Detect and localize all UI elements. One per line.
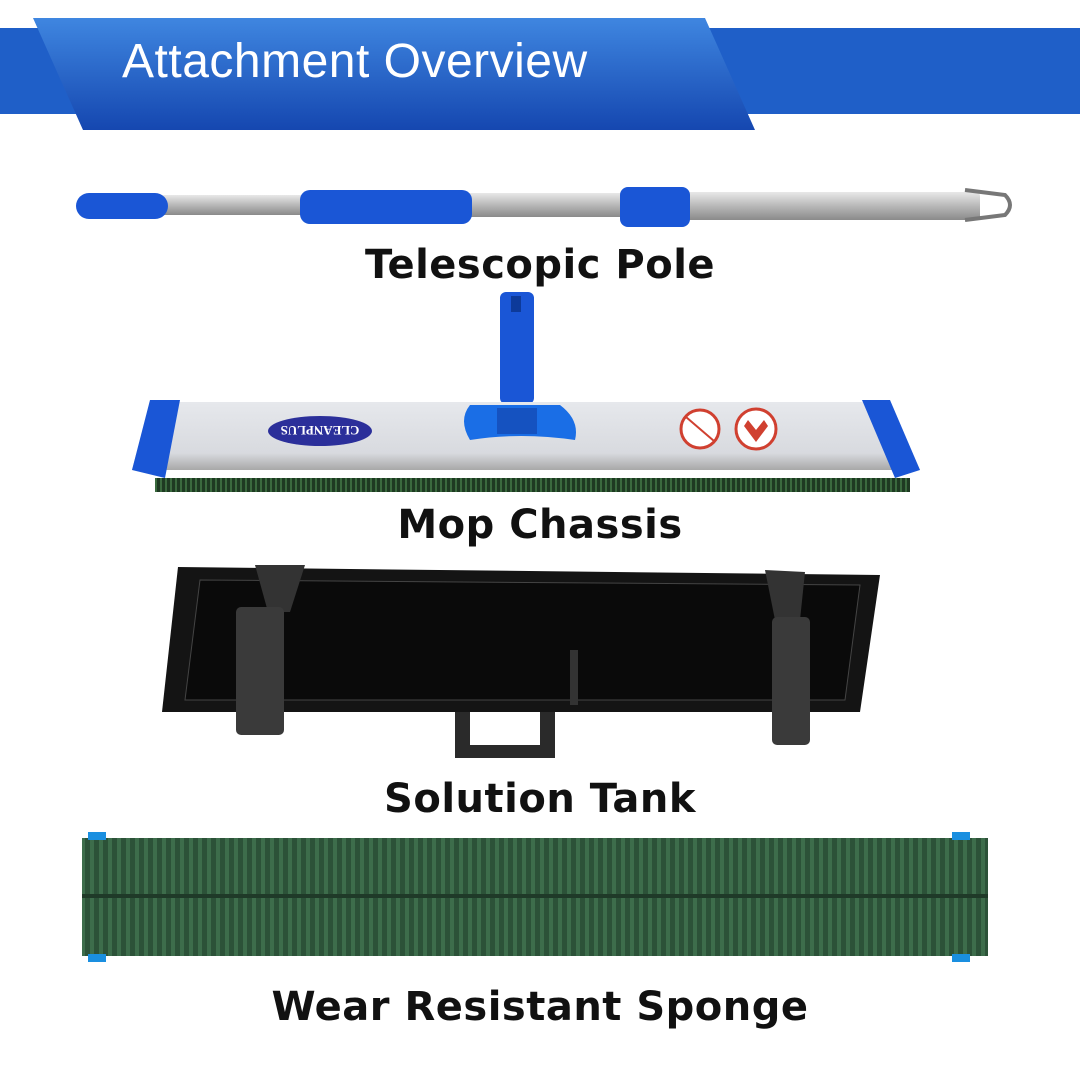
brand-logo: CLEANPLUS — [281, 423, 360, 438]
solution-tank-label: Solution Tank — [384, 776, 696, 822]
mop-chassis-label: Mop Chassis — [397, 502, 683, 548]
page-title: Attachment Overview — [122, 35, 588, 88]
telescopic-pole-image — [76, 187, 1012, 227]
solution-tank-image — [162, 565, 880, 758]
telescopic-pole-label: Telescopic Pole — [364, 242, 716, 288]
header-banner — [0, 18, 1080, 130]
sponge-image — [82, 832, 988, 962]
sponge-label: Wear Resistant Sponge — [271, 984, 809, 1030]
mop-chassis-image: CLEANPLUS — [132, 292, 920, 492]
